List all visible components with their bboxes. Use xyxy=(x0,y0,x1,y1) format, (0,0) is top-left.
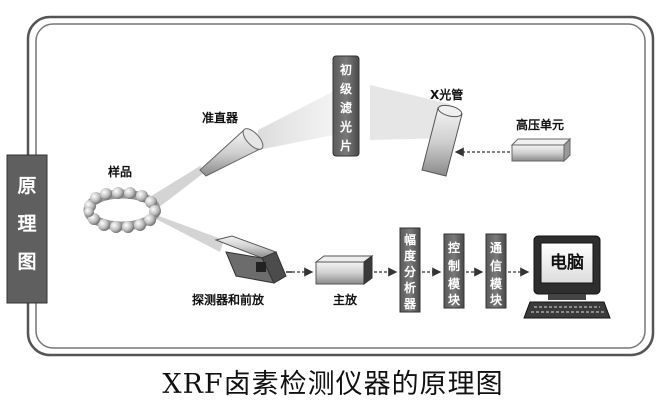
beam-sample-to-detector xyxy=(148,212,224,252)
primary-filter: 初 级 滤 光 片 xyxy=(332,55,360,157)
svg-text:器: 器 xyxy=(403,297,417,311)
beam-filter-to-tube xyxy=(370,85,450,140)
side-tab-char-1: 原 xyxy=(17,175,36,197)
main-amp xyxy=(314,255,374,285)
svg-text:控: 控 xyxy=(448,240,460,255)
side-tab: 原 理 图 xyxy=(6,154,48,304)
svg-text:分: 分 xyxy=(404,264,416,279)
svg-text:光: 光 xyxy=(339,119,352,134)
svg-text:块: 块 xyxy=(448,292,461,307)
diagram-caption: XRF卤素检测仪器的原理图 xyxy=(162,369,504,400)
beam-collimator-to-sample xyxy=(148,166,205,208)
sample xyxy=(83,187,161,233)
computer-label: 电脑 xyxy=(550,252,584,273)
svg-text:模: 模 xyxy=(448,276,461,291)
xray-tube-label: X光管 xyxy=(430,87,463,102)
side-tab-char-3: 图 xyxy=(17,251,36,273)
svg-text:片: 片 xyxy=(340,138,352,153)
comm-module: 通 信 模 块 xyxy=(485,233,507,309)
svg-text:块: 块 xyxy=(490,292,503,307)
hv-unit-label: 高压单元 xyxy=(516,117,564,132)
computer: 电脑 xyxy=(523,235,611,319)
svg-text:析: 析 xyxy=(404,280,416,295)
xray-tube xyxy=(421,104,463,177)
detector-label: 探测器和前放 xyxy=(192,292,265,307)
svg-text:级: 级 xyxy=(340,81,352,96)
hv-unit xyxy=(510,137,572,163)
svg-text:通: 通 xyxy=(490,240,502,255)
sample-label: 样品 xyxy=(108,164,132,179)
svg-text:模: 模 xyxy=(490,276,503,291)
svg-text:初: 初 xyxy=(340,62,352,77)
control-module: 控 制 模 块 xyxy=(443,233,465,309)
svg-text:滤: 滤 xyxy=(340,100,352,115)
beam-collimator-to-filter xyxy=(258,86,344,150)
detector xyxy=(214,235,292,284)
svg-text:度: 度 xyxy=(404,248,417,263)
svg-text:信: 信 xyxy=(490,258,502,273)
pha-module: 幅 度 分 析 器 xyxy=(399,227,421,313)
svg-text:幅: 幅 xyxy=(404,232,416,247)
collimator xyxy=(199,128,264,177)
main-amp-label: 主放 xyxy=(333,292,358,307)
svg-text:制: 制 xyxy=(448,258,460,273)
collimator-label: 准直器 xyxy=(202,110,239,125)
side-tab-char-2: 理 xyxy=(17,213,36,235)
